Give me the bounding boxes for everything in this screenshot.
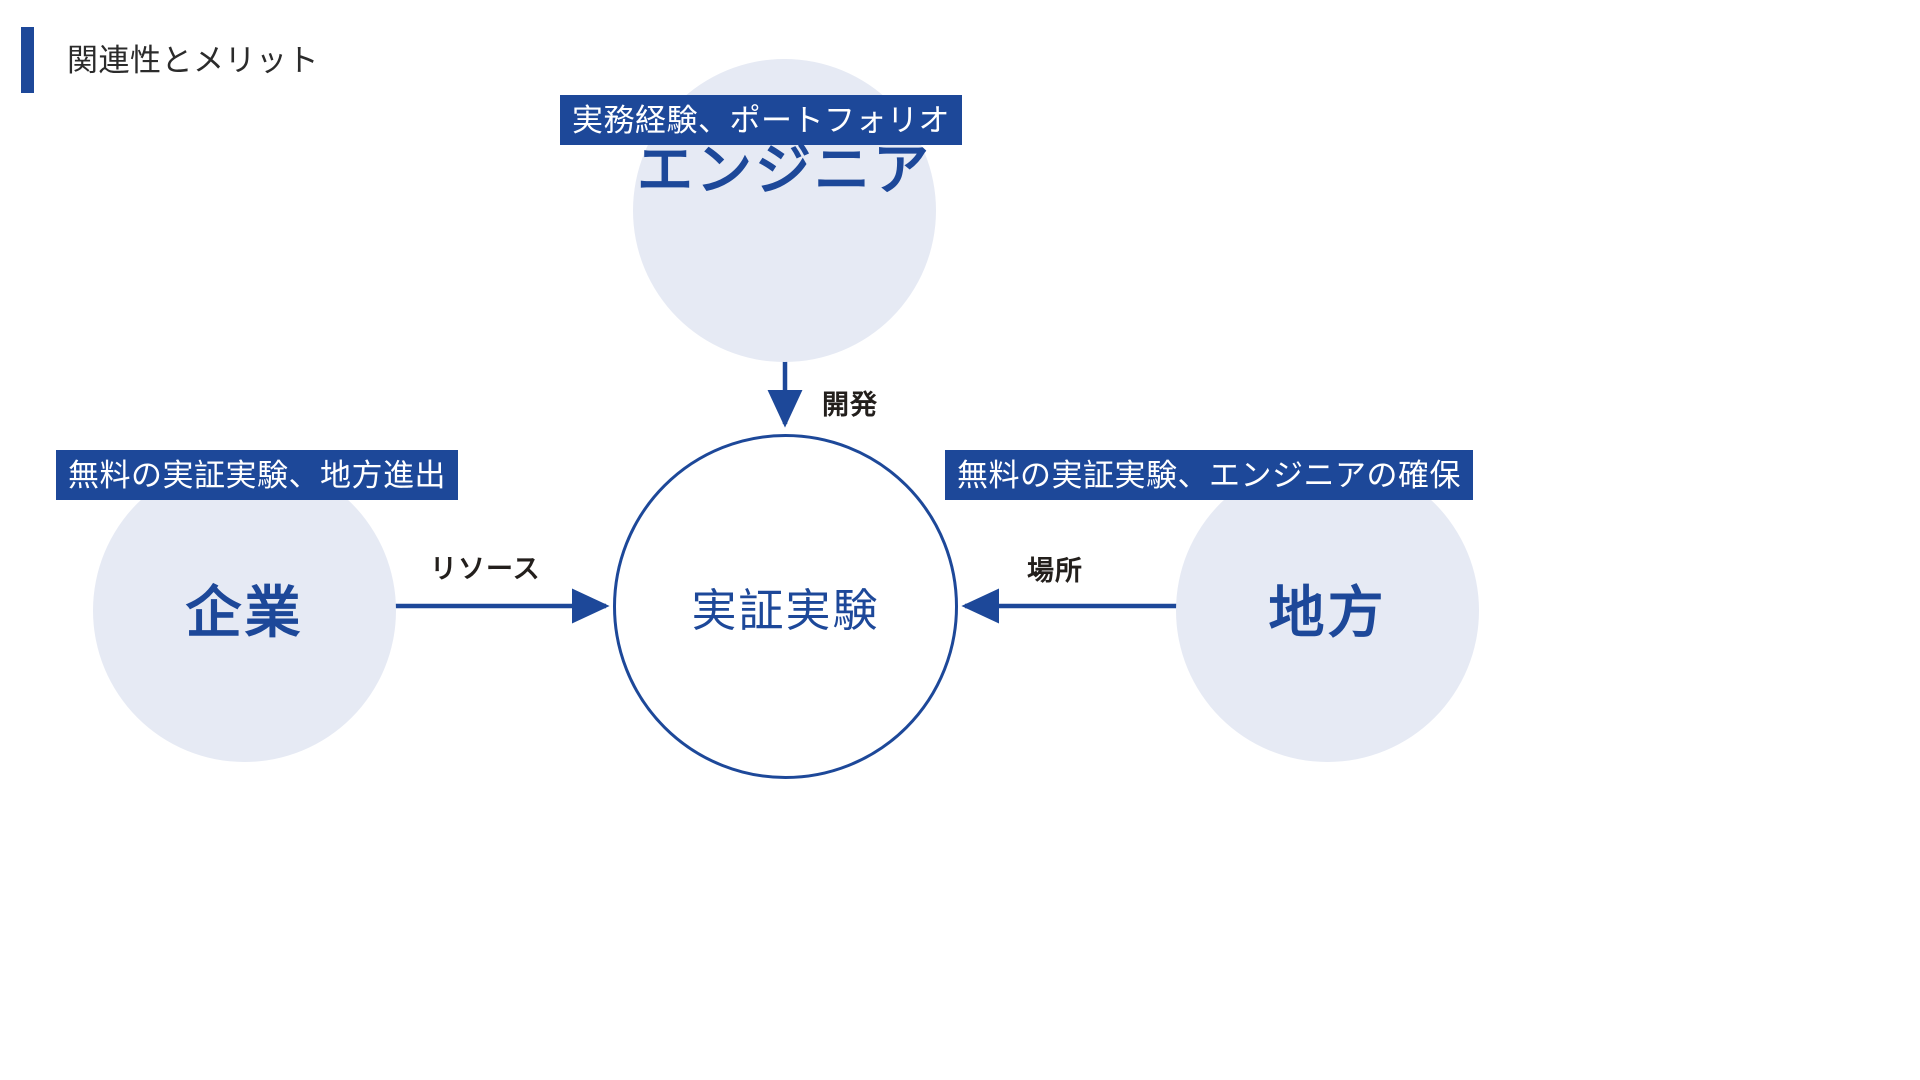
node-engineer-label: エンジニア [637,138,932,201]
caption-local: 無料の実証実験、エンジニアの確保 [945,450,1473,500]
node-center-experiment[interactable]: 実証実験 [613,434,958,779]
caption-company: 無料の実証実験、地方進出 [56,450,458,500]
arrow-label-resource: リソース [430,554,541,584]
title-accent-bar [21,27,34,93]
arrow-label-place: 場所 [1027,556,1083,586]
title-text: 関連性とメリット [67,42,319,78]
arrow-label-develop: 開発 [822,390,878,420]
node-local-label: 地方 [1268,581,1387,644]
page-title: 関連性とメリット [21,27,319,93]
node-company[interactable]: 企業 [93,459,396,762]
node-company-label: 企業 [185,581,304,644]
caption-engineer: 実務経験、ポートフォリオ [560,95,962,145]
node-center-label: 実証実験 [691,585,880,636]
node-local[interactable]: 地方 [1176,459,1479,762]
